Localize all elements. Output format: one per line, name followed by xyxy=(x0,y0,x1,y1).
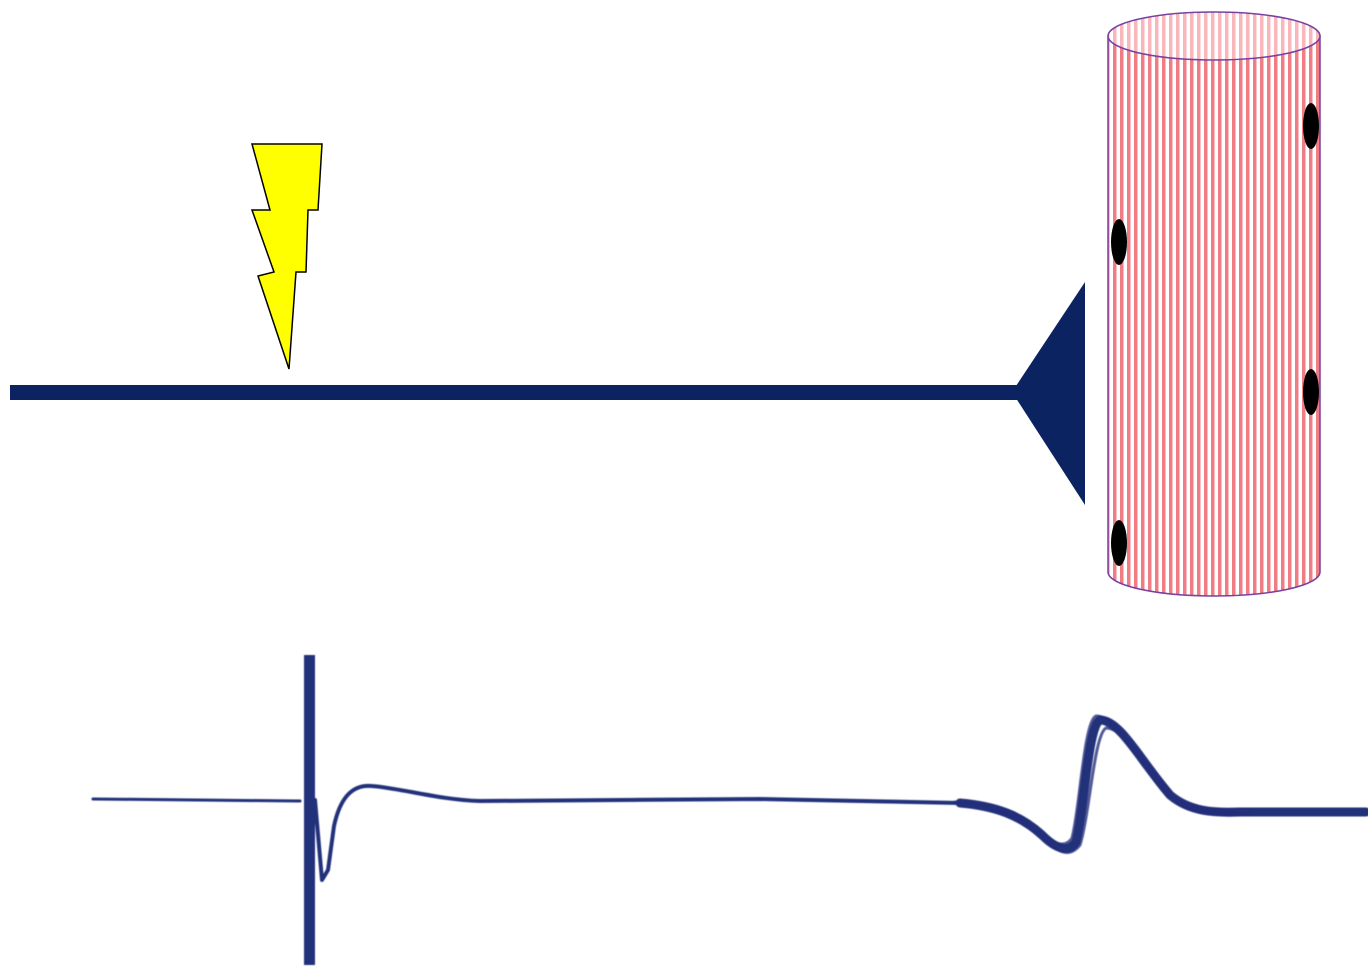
axon-terminal xyxy=(1012,282,1085,505)
trace-baseline-left xyxy=(91,797,302,803)
trace-muscle-potential-sweep xyxy=(963,726,1252,854)
trace-artifact-undershoot xyxy=(313,783,962,882)
muscle-nucleus xyxy=(1303,369,1319,415)
muscle-nucleus xyxy=(1111,520,1127,566)
muscle-fiber-body xyxy=(1107,35,1321,597)
recording-trace xyxy=(91,655,1368,965)
muscle-nucleus xyxy=(1303,103,1319,149)
axon xyxy=(10,385,1020,400)
muscle-nucleus xyxy=(1111,219,1127,265)
muscle-fiber xyxy=(1107,11,1321,597)
muscle-fiber-top xyxy=(1107,11,1321,61)
stimulus-artifact xyxy=(304,655,315,965)
trace-muscle-potential-sweep xyxy=(953,714,1238,846)
lightning-bolt-icon xyxy=(250,143,323,370)
